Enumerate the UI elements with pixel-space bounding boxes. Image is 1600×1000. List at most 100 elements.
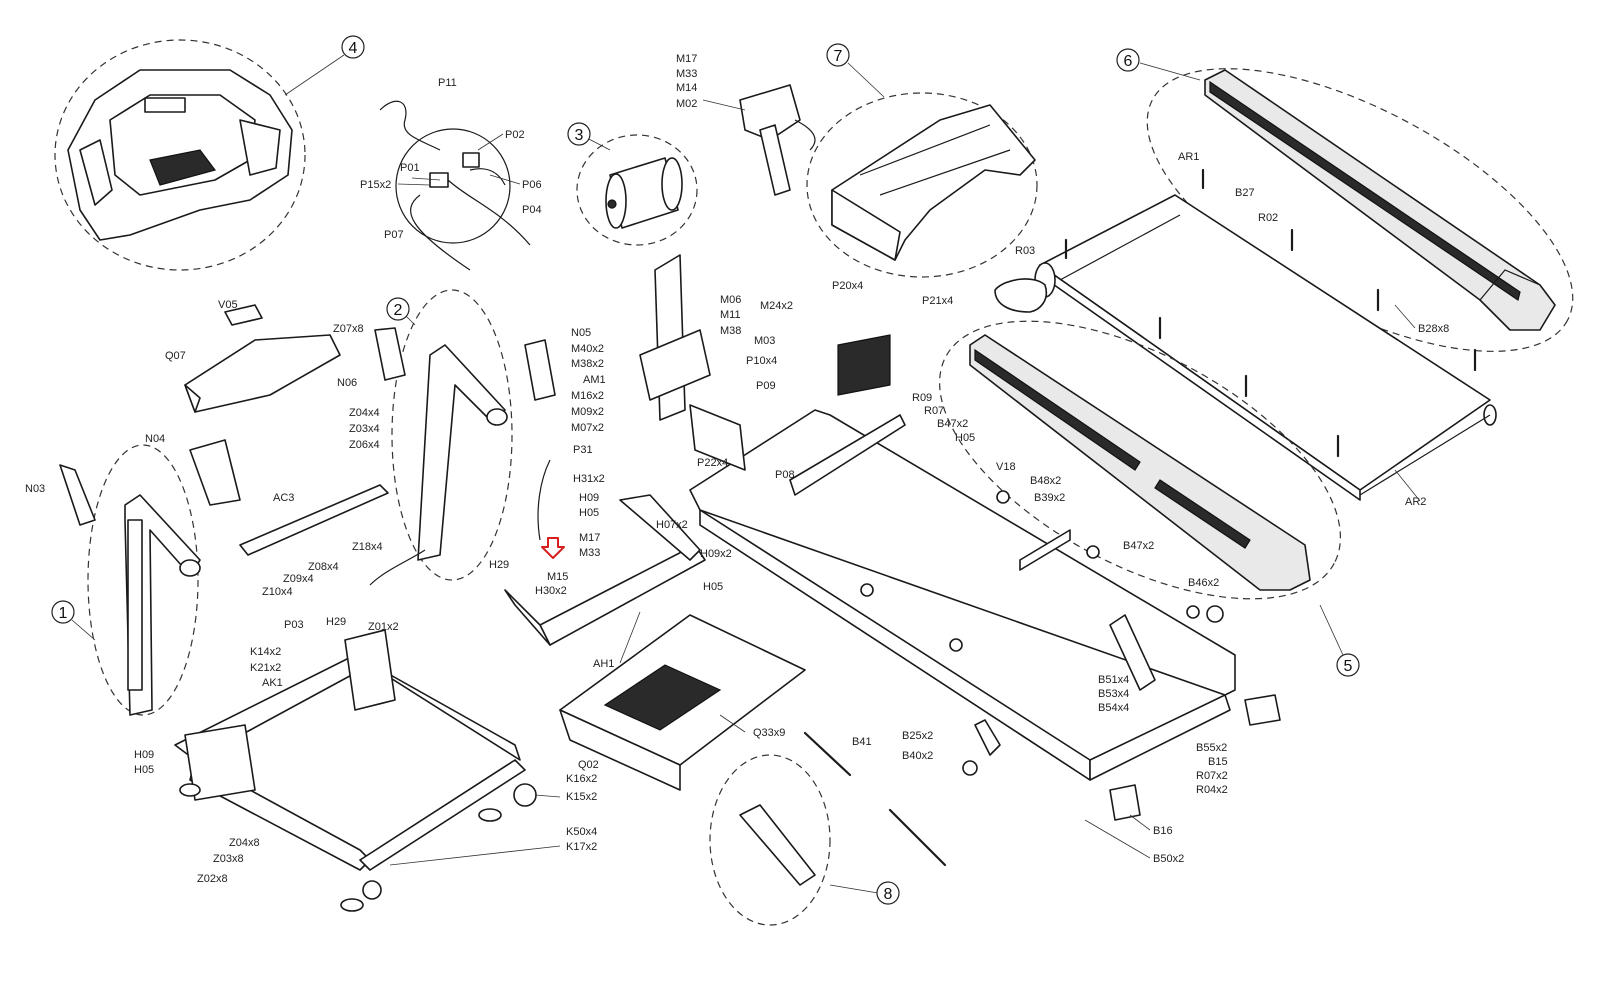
label-p03: P03: [284, 619, 304, 631]
label-r07x2: R07x2: [1196, 770, 1228, 782]
label-z10x4: Z10x4: [262, 586, 293, 598]
motor-hood-part: [831, 104, 1036, 261]
motor-part: [605, 157, 683, 229]
lift-arm-ah1: [504, 494, 706, 646]
callout-1: 1: [59, 605, 68, 622]
label-p07: P07: [384, 229, 404, 241]
label-h05-low: H05: [134, 764, 154, 776]
label-b25x2: B25x2: [902, 730, 933, 742]
running-deck-part: [1034, 194, 1497, 501]
label-n03: N03: [25, 483, 45, 495]
label-b28x8: B28x8: [1418, 323, 1449, 335]
label-p01: P01: [400, 162, 420, 174]
label-p11: P11: [438, 77, 457, 89]
label-m02: M02: [676, 98, 697, 110]
label-r02: R02: [1258, 212, 1278, 224]
label-p15x2: P15x2: [360, 179, 391, 191]
label-ar2: AR2: [1405, 496, 1426, 508]
group-2-outline: [391, 289, 513, 581]
callout-2: 2: [394, 302, 403, 319]
cable-p31: [537, 459, 551, 541]
leader-lines: [389, 99, 1421, 866]
wheel-k15: [513, 783, 537, 807]
label-k16x2: K16x2: [566, 773, 597, 785]
label-p20x4: P20x4: [832, 280, 863, 292]
label-r09: R09: [912, 392, 932, 404]
label-m09x2: M09x2: [571, 406, 604, 418]
label-h05-top: H05: [955, 432, 975, 444]
label-p21x4: P21x4: [922, 295, 953, 307]
label-m16x2: M16x2: [571, 390, 604, 402]
wheel-k50: [362, 880, 382, 900]
label-b53x4: B53x4: [1098, 688, 1129, 700]
label-z03x4: Z03x4: [349, 423, 380, 435]
label-p02: P02: [505, 129, 525, 141]
label-r03: R03: [1015, 245, 1035, 257]
label-k14x2: K14x2: [250, 646, 281, 658]
label-v05: V05: [218, 299, 238, 311]
group-3-outline: [576, 134, 698, 246]
foot-k50c: [179, 783, 201, 797]
label-b16: B16: [1153, 825, 1173, 837]
callout-5: 5: [1344, 658, 1353, 675]
label-m17-top: M17: [676, 53, 697, 65]
callout-3: 3: [575, 127, 584, 144]
label-b40x2: B40x2: [902, 750, 933, 762]
label-r07: R07: [924, 405, 944, 417]
incline-motor-part: [739, 84, 816, 196]
group-4-outline: [54, 39, 306, 271]
frame-bolts: [860, 490, 1224, 776]
group-7-outline: [806, 92, 1038, 278]
label-b47x2-lower: B47x2: [1123, 540, 1154, 552]
label-k15x2: K15x2: [566, 791, 597, 803]
motor-bracket-am1: [639, 254, 746, 471]
left-upright-part: [124, 494, 201, 716]
callout-4: 4: [349, 40, 358, 57]
controller-m03: [837, 334, 891, 396]
label-m14: M14: [676, 82, 697, 94]
crossbar-ac3: [239, 484, 389, 556]
label-h29-low: H29: [326, 616, 346, 628]
console-part: [67, 69, 293, 241]
label-p06: P06: [522, 179, 542, 191]
label-k21x2: K21x2: [250, 662, 281, 674]
power-cord-part: [379, 100, 441, 151]
callout-7: 7: [834, 48, 843, 65]
label-b15: B15: [1208, 756, 1228, 768]
group-6-outline: [1146, 68, 1574, 352]
deck-bolts: [1064, 168, 1477, 458]
foot-k50: [340, 898, 364, 912]
label-m40x2: M40x2: [571, 343, 604, 355]
label-h31x2: H31x2: [573, 473, 605, 485]
group-8-outline: [709, 754, 831, 926]
label-am1: AM1: [583, 374, 606, 386]
wiring-group-circle: [395, 128, 511, 244]
bracket-n06: [374, 327, 406, 381]
label-z02x8: Z02x8: [197, 873, 228, 885]
label-ah1: AH1: [593, 658, 614, 670]
label-m33-mid: M33: [579, 547, 600, 559]
label-h09-low: H09: [134, 749, 154, 761]
label-b41: B41: [852, 736, 872, 748]
label-m17-mid: M17: [579, 532, 600, 544]
handle-bracket-n04: [189, 439, 241, 506]
label-b55x2: B55x2: [1196, 742, 1227, 754]
label-q02: Q02: [578, 759, 599, 771]
highlight-arrow-icon: [541, 537, 565, 559]
group-5-outline: [938, 320, 1342, 600]
label-b47x2-top: B47x2: [937, 418, 968, 430]
label-p09: P09: [756, 380, 776, 392]
label-b48x2: B48x2: [1030, 475, 1061, 487]
label-h05-right: H05: [703, 581, 723, 593]
label-h29-mid: H29: [489, 559, 509, 571]
label-v18: V18: [996, 461, 1016, 473]
label-m24x2: M24x2: [760, 300, 793, 312]
label-z08x4: Z08x4: [308, 561, 339, 573]
switch-part: [462, 152, 480, 168]
label-q07: Q07: [165, 350, 186, 362]
bracket-b16: [1109, 784, 1141, 821]
label-h09-mid: H09: [579, 492, 599, 504]
foot-k50b: [478, 808, 502, 822]
label-m15: M15: [547, 571, 568, 583]
